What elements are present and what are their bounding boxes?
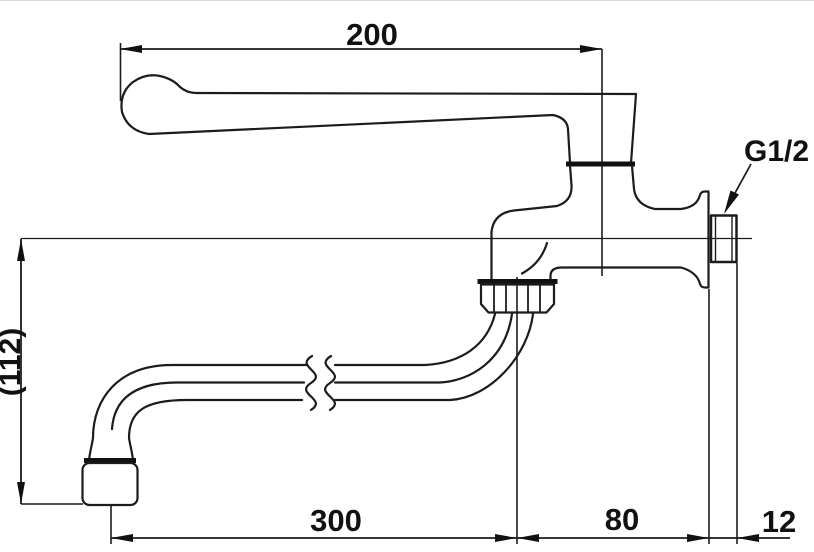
thread-size-label: G1/2	[744, 135, 809, 168]
body-left-profile	[490, 164, 573, 281]
spout-pipe-bottom-line-right	[333, 312, 535, 402]
arrowhead-200-left	[120, 45, 142, 53]
dim-12-label: 12	[762, 504, 796, 539]
dim-80-label: 80	[605, 502, 639, 537]
arrowhead-80-right	[687, 534, 709, 542]
arrowhead-300-left	[111, 534, 133, 542]
thread-nut-outline	[709, 214, 738, 264]
spout-pipe-top-line-right	[333, 312, 497, 367]
outlet-taper-right-edge	[127, 436, 135, 462]
arrowhead-200-right	[580, 45, 602, 53]
aerator-housing	[81, 461, 139, 507]
arrowhead-80-left	[517, 534, 539, 542]
dim-112-label: (112)	[0, 328, 27, 396]
lever-handle-outline	[120, 74, 638, 165]
spout-pipe-mid-line-right	[333, 312, 514, 384]
arrowhead-112-top	[17, 239, 25, 261]
thread-leader-arrowhead	[724, 190, 739, 214]
dim-300-label: 300	[310, 503, 362, 538]
pipe-break-right-squiggle	[324, 354, 337, 412]
thread-leader-line	[734, 163, 752, 194]
body-right-profile-and-wall-flange	[549, 164, 710, 289]
arrowhead-112-bottom	[17, 482, 25, 504]
dim-200-label: 200	[346, 17, 398, 52]
body-elbow-inner-arc	[520, 241, 549, 275]
pipe-break-left-squiggle	[305, 354, 318, 412]
spout-pipe-bottom-line	[127, 398, 304, 440]
arrowhead-12-right-outside	[737, 534, 759, 542]
arrowhead-300-right	[495, 534, 517, 542]
spout-pipe-mid-line	[110, 381, 306, 431]
outlet-taper-left-edge	[87, 436, 95, 462]
coupling-nut-hex-outline	[479, 283, 556, 314]
spout-pipe-top-line	[91, 363, 308, 440]
